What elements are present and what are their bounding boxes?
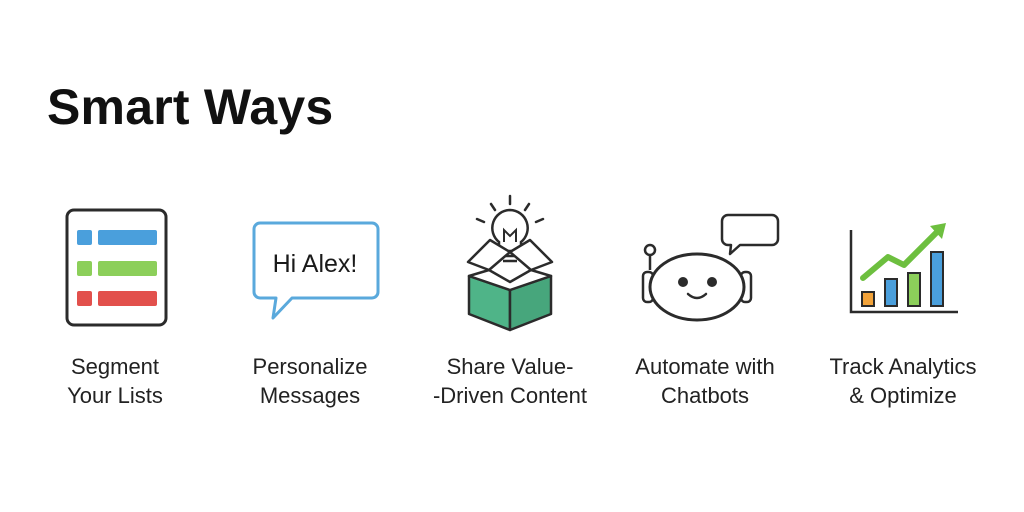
step-caption: Automate with Chatbots <box>635 354 775 408</box>
step-caption: Share Value- -Driven Content <box>432 354 588 408</box>
step-caption: Personalize Messages <box>252 354 368 408</box>
list-segments-icon <box>65 208 168 327</box>
step-caption: Track Analytics & Optimize <box>829 354 977 408</box>
chatbot-icon <box>641 213 780 322</box>
bubble-text: Hi Alex! <box>273 250 358 278</box>
lightbulb-box-icon <box>466 194 554 332</box>
speech-bubble-icon: Hi Alex! <box>252 221 380 320</box>
growth-chart-icon <box>849 223 958 314</box>
step-caption: Segment Your Lists <box>67 354 163 408</box>
page-title: Smart Ways <box>47 79 334 135</box>
